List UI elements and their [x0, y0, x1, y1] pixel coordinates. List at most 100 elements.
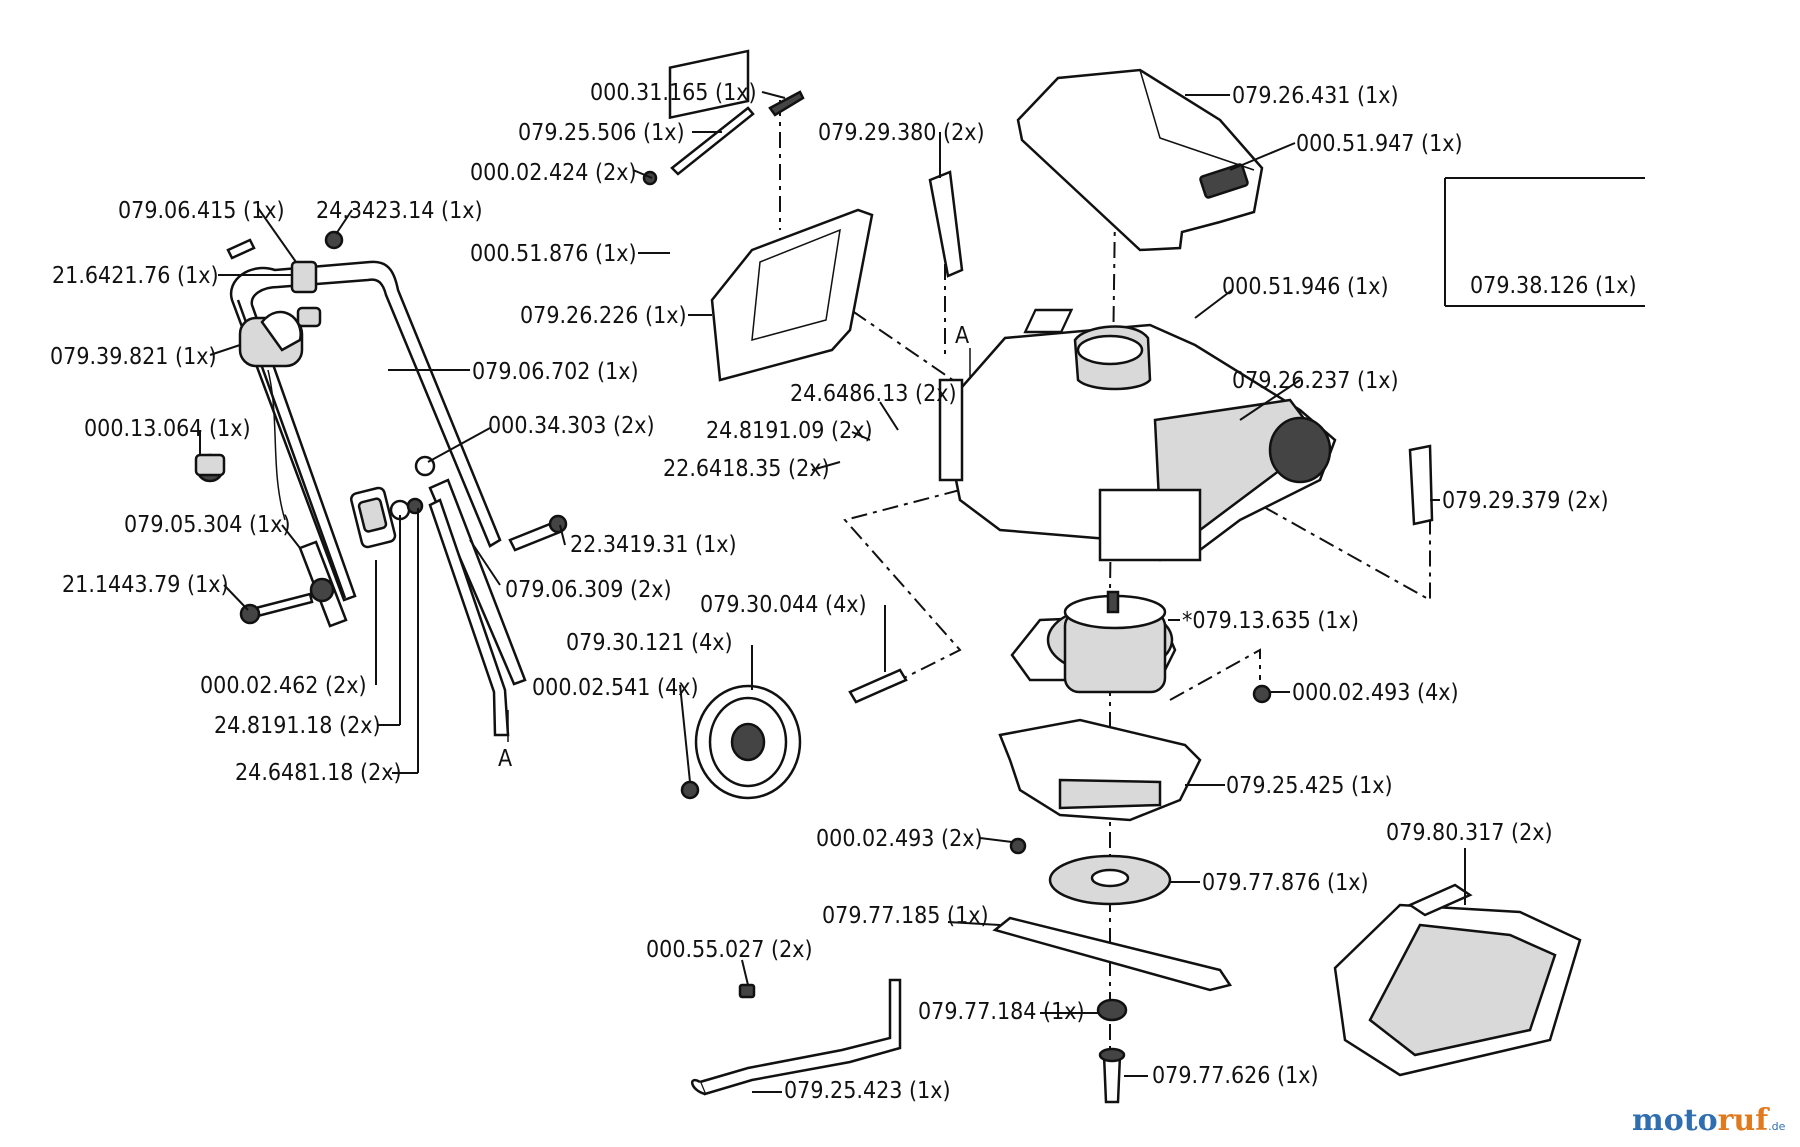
- watermark-part1: moto: [1632, 1103, 1718, 1138]
- chute-wheel: [1268, 416, 1332, 484]
- label-24-8191-18: 24.8191.18 (2x): [214, 713, 381, 739]
- label-24-6481-18: 24.6481.18 (2x): [235, 760, 402, 786]
- deck-assembly: [938, 68, 1337, 562]
- label-079-38-126: 079.38.126 (1x): [1470, 273, 1637, 299]
- spring-rod-079-25-506: [670, 106, 755, 176]
- label-079-39-821: 079.39.821 (1x): [50, 344, 217, 370]
- deck-front-box: [1098, 488, 1202, 562]
- label-000-34-303: 000.34.303 (2x): [488, 413, 655, 439]
- label-079-25-423: 079.25.423 (1x): [784, 1078, 951, 1104]
- rear-flap: [710, 208, 874, 382]
- label-24-3423-14: 24.3423.14 (1x): [316, 198, 483, 224]
- bail-079-25-423: [698, 978, 902, 1096]
- label-079-29-379: 079.29.379 (2x): [1442, 488, 1609, 514]
- label-21-6421-76: 21.6421.76 (1x): [52, 263, 219, 289]
- bail-079-25-423-loop: [691, 1079, 706, 1096]
- cable-line: [267, 369, 286, 521]
- motor-shaft: [1106, 590, 1120, 614]
- wheel-washer-000-02-541: [680, 780, 700, 800]
- watermark-part2: ruf: [1718, 1103, 1771, 1138]
- label-079-77-185: 079.77.185 (1x): [822, 903, 989, 929]
- label-000-51-876: [668, 49, 750, 120]
- cable-strain-inner: [357, 497, 388, 533]
- marker-a-top: A: [955, 323, 969, 349]
- grass-box-handle: [1407, 883, 1473, 917]
- screw-22-3419-head: [548, 514, 568, 534]
- label-079-13-635: *079.13.635 (1x): [1182, 608, 1359, 634]
- lower-handle-bar-2: [428, 498, 510, 737]
- label-000-51-947: 000.51.947 (1x): [1296, 131, 1463, 157]
- label-079-30-121: 079.30.121 (4x): [566, 630, 733, 656]
- leader-lines: [199, 91, 1645, 1093]
- flap-assembly: [642, 49, 1434, 526]
- label-000-55-027: 000.55.027 (2x): [646, 937, 813, 963]
- label-22-6418-35: 22.6418.35 (2x): [663, 456, 830, 482]
- label-079-80-317: 079.80.317 (2x): [1386, 820, 1553, 846]
- clip-000-55-027: [738, 983, 756, 999]
- cable-clip: [296, 306, 322, 328]
- lower-handle-bar: [428, 478, 527, 686]
- screw-000-02-493-4x: [1252, 684, 1272, 704]
- spring-000-31-165: [768, 90, 805, 117]
- rear-flap-window: [751, 228, 841, 342]
- label-079-26-431: 079.26.431 (1x): [1232, 83, 1399, 109]
- fan-hub: [1090, 868, 1130, 888]
- label-079-26-226: 079.26.226 (1x): [520, 303, 687, 329]
- label-000-51-946: 000.51.946 (1x): [1222, 274, 1389, 300]
- label-079-26-237: 079.26.237 (1x): [1232, 368, 1399, 394]
- label-22-3419-31: 22.3419.31 (1x): [570, 532, 737, 558]
- switch-000-51-947: [1199, 163, 1249, 199]
- part-labels: 000.31.165 (1x) 079.25.506 (1x) 000.02.4…: [50, 80, 1637, 1104]
- label-000-13-064: 000.13.064 (1x): [84, 416, 251, 442]
- nut-24-3423: [324, 230, 344, 250]
- label-079-77-626: 079.77.626 (1x): [1152, 1063, 1319, 1089]
- blade-adapter-079-77-184: [1096, 998, 1128, 1022]
- fan-housing-band: [1058, 778, 1162, 810]
- clip-21-6421: [290, 260, 318, 294]
- label-079-77-184: 079.77.184 (1x): [918, 999, 1085, 1025]
- label-000-02-541: 000.02.541 (4x): [532, 675, 699, 701]
- screw-head: [239, 603, 261, 625]
- motor-assembly: [1010, 590, 1272, 704]
- watermark-suffix: .de: [1768, 1120, 1785, 1133]
- label-000-51-946: [1023, 308, 1074, 334]
- watermark-logo: motoruf.de: [1632, 1103, 1786, 1138]
- label-079-25-425: 079.25.425 (1x): [1226, 773, 1393, 799]
- blade-bolt-head: [1098, 1047, 1126, 1063]
- washer-b: [406, 497, 424, 515]
- blade-assembly: [992, 718, 1233, 1104]
- label-079-06-415: 079.06.415 (1x): [118, 198, 285, 224]
- marker-a-bottom: A: [498, 746, 512, 772]
- clamp-washer: [309, 577, 335, 603]
- label-079-05-304: 079.05.304 (1x): [124, 512, 291, 538]
- label-24-6486-13: 24.6486.13 (2x): [790, 381, 957, 407]
- wheel-hub: [730, 722, 766, 762]
- label-24-8191-09: 24.8191.09 (2x): [706, 418, 873, 444]
- label-21-1443-79: 21.1443.79 (1x): [62, 572, 229, 598]
- deck-opening: [1076, 334, 1144, 366]
- label-000-02-424: 000.02.424 (2x): [470, 160, 637, 186]
- label-079-25-506: 079.25.506 (1x): [518, 120, 685, 146]
- label-000-02-493-4x: 000.02.493 (4x): [1292, 680, 1459, 706]
- knob-base: [194, 453, 226, 477]
- deck-bracket-left: [938, 378, 964, 482]
- label-000-31-165: 000.31.165 (1x): [590, 80, 757, 106]
- grass-box-079-80-317: [1333, 883, 1582, 1077]
- wheel-assembly: [680, 668, 908, 1096]
- label-079-06-309: 079.06.309 (2x): [505, 577, 672, 603]
- motor-cover-ridge: [1139, 69, 1255, 171]
- screw-079-06-415: [226, 238, 256, 260]
- blade-079-77-185: [992, 916, 1233, 992]
- label-079-06-702: 079.06.702 (1x): [472, 359, 639, 385]
- grass-box-mesh: [1368, 923, 1557, 1057]
- bracket-079-29-379: [1408, 444, 1434, 526]
- label-000-02-462: 000.02.462 (2x): [200, 673, 367, 699]
- label-079-30-044: 079.30.044 (4x): [700, 592, 867, 618]
- screw-000-02-493-2x: [1009, 837, 1027, 855]
- label-000-51-876: 000.51.876 (1x): [470, 241, 637, 267]
- motor-cover-079-26-431: [1016, 68, 1264, 252]
- handle-assembly: [194, 230, 971, 742]
- label-000-02-493-2x: 000.02.493 (2x): [816, 826, 983, 852]
- bracket-079-29-380: [928, 170, 964, 278]
